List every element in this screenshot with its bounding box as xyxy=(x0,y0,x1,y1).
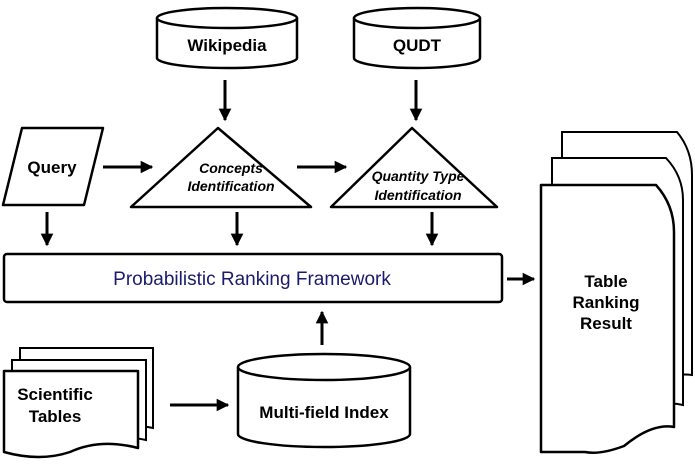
quantity-type-identification-line1: Quantity Type xyxy=(372,168,465,184)
wikipedia-label: Wikipedia xyxy=(187,36,267,55)
table-ranking-result-line1: Table xyxy=(584,272,627,291)
quantity-type-identification-step: Quantity Type Identification xyxy=(329,126,499,209)
concepts-identification-line2: Identification xyxy=(187,178,274,194)
concepts-identification-line1: Concepts xyxy=(199,160,263,176)
qudt-database: QUDT xyxy=(352,6,482,70)
quantity-type-identification-line2: Identification xyxy=(374,187,461,203)
scientific-tables-line2: Tables xyxy=(29,407,82,426)
ranking-framework-label: Probabilistic Ranking Framework xyxy=(113,269,391,290)
table-ranking-result-stack: Table Ranking Result xyxy=(539,131,693,454)
concepts-identification-step: Concepts Identification xyxy=(129,126,313,209)
ranking-framework-box: Probabilistic Ranking Framework xyxy=(2,252,504,304)
scientific-tables-stack: Scientific Tables xyxy=(2,347,154,459)
table-ranking-result-line2: Ranking xyxy=(572,293,639,312)
table-ranking-result-line3: Result xyxy=(580,314,632,333)
multi-field-index-label: Multi-field Index xyxy=(259,403,389,422)
scientific-tables-line1: Scientific xyxy=(17,385,93,404)
qudt-label: QUDT xyxy=(393,36,442,55)
query-label: Query xyxy=(27,158,77,177)
multi-field-index-database: Multi-field Index xyxy=(236,352,412,449)
wikipedia-database: Wikipedia xyxy=(155,6,299,70)
query-input: Query xyxy=(1,126,105,207)
